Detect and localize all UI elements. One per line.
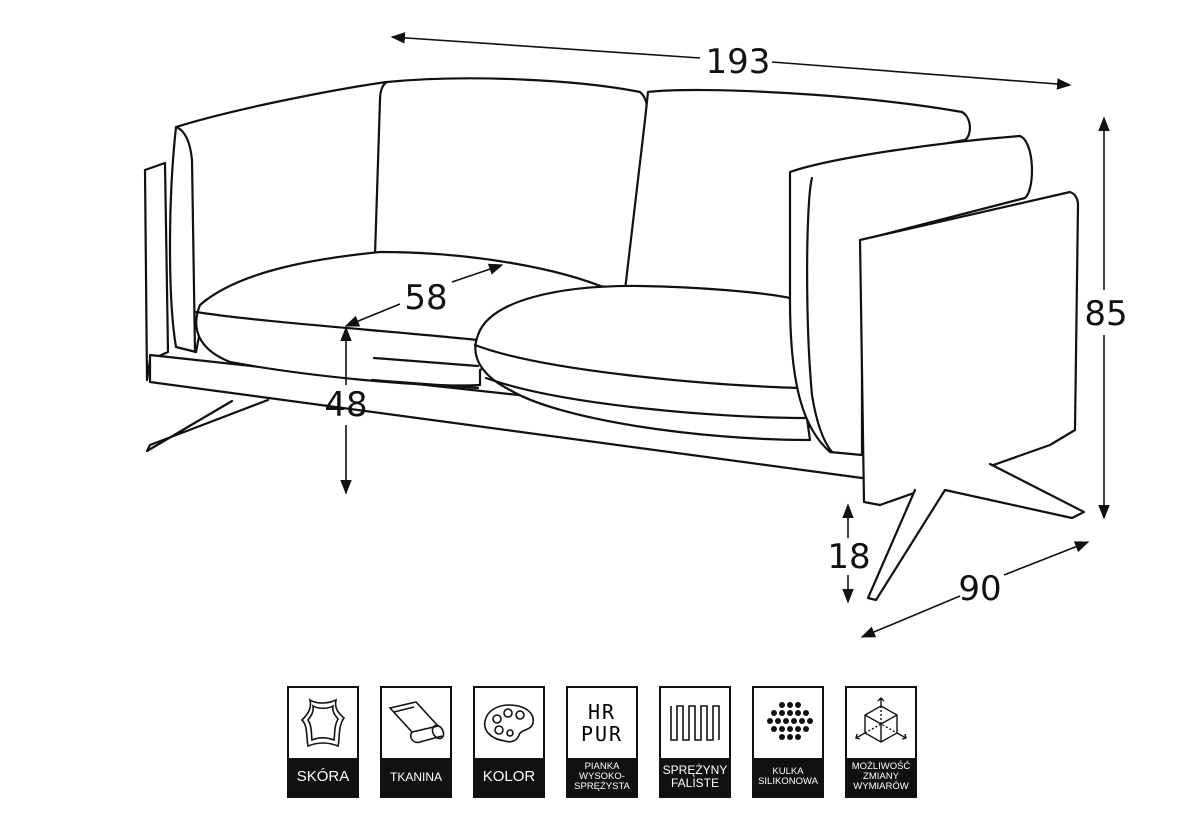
right-arm-panel (858, 190, 1080, 507)
palette-icon (475, 688, 543, 758)
hr-text: HR (587, 700, 617, 724)
feature-leather: SKÓRA (287, 686, 359, 798)
feature-label: MOŻLIWOŚĆ ZMIANY WYMIARÓW (847, 758, 915, 796)
feature-label: PIANKA WYSOKO- SPRĘŻYSTA (568, 758, 636, 796)
left-back-panel (143, 161, 170, 382)
dimension-lines (346, 37, 1104, 637)
right-armrest-back (788, 134, 1034, 457)
feature-hr-foam: HR PUR PIANKA WYSOKO- SPRĘŻYSTA (566, 686, 638, 798)
height-label: 85 (1084, 294, 1127, 334)
depth-label: 90 (958, 569, 1001, 609)
spring-icon (661, 688, 729, 758)
feature-label: SKÓRA (289, 758, 357, 796)
feature-springs: SPRĘŻYNY FALISTE (659, 686, 731, 798)
width-label: 193 (706, 42, 771, 82)
depth-arrow (862, 542, 1088, 637)
leather-icon (289, 688, 357, 758)
feature-custom-size: MOŻLIWOŚĆ ZMIANY WYMIARÓW (845, 686, 917, 798)
feature-label: SPRĘŻYNY FALISTE (661, 758, 729, 796)
seat-depth-label: 58 (404, 278, 447, 318)
cube-icon (847, 688, 915, 758)
feature-color: KOLOR (473, 686, 545, 798)
dots-icon (754, 688, 822, 758)
pur-text: PUR (580, 722, 624, 746)
fabric-roll-icon (382, 688, 450, 758)
hr-pur-icon: HR PUR (568, 688, 636, 758)
feature-label: TKANINA (382, 758, 450, 796)
sofa-drawing (143, 77, 1086, 602)
feature-fabric: TKANINA (380, 686, 452, 798)
seat-height-label: 48 (324, 385, 367, 425)
rear-left-leg (145, 398, 270, 453)
feature-silicone-balls: KULKA SILIKONOWA (752, 686, 824, 798)
leg-height-label: 18 (827, 537, 870, 577)
feature-label: KULKA SILIKONOWA (754, 758, 822, 796)
width-arrow (392, 37, 1070, 85)
feature-label: KOLOR (475, 758, 543, 796)
